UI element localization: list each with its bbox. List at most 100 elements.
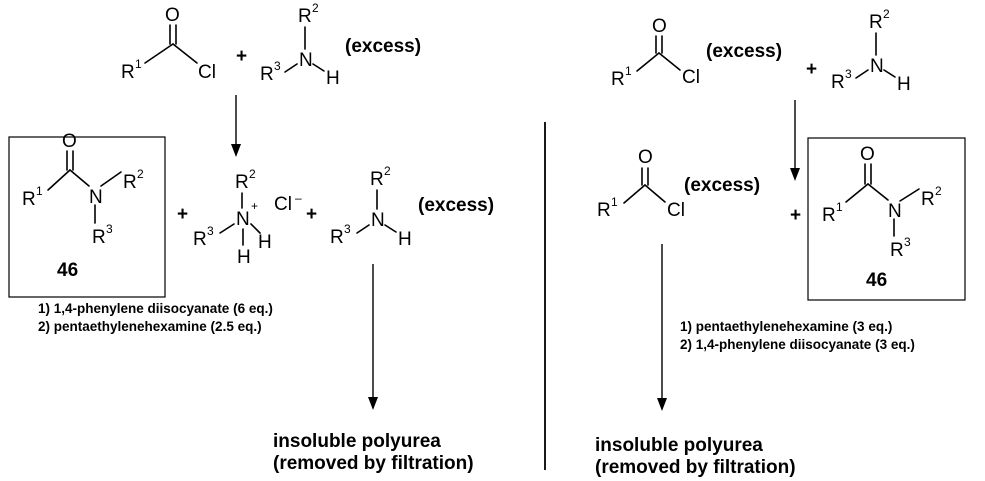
bond <box>144 43 174 64</box>
amine-top-right: R 2 N R 3 H <box>831 7 911 95</box>
sub-3: 3 <box>904 235 911 249</box>
atom-cl: Cl <box>198 62 216 83</box>
product-box-right <box>807 137 966 301</box>
sub-3: 3 <box>845 67 852 81</box>
product-label: insoluble polyurea <box>273 431 441 452</box>
amide-46-right: O R 1 N R 2 R 3 46 <box>822 144 942 291</box>
plus-sign: + <box>177 204 188 225</box>
amine-excess-left: R 2 N R 3 H <box>330 164 412 250</box>
bond <box>899 188 920 202</box>
atom-r: R <box>831 72 845 93</box>
atom-r: R <box>370 169 384 190</box>
sub-2: 2 <box>384 164 391 178</box>
bond <box>312 63 325 72</box>
acid-chloride-top-right: O R 1 Cl <box>611 16 700 90</box>
condition-step-1: 1) 1,4-phenylene diisocyanate (6 eq.) <box>38 301 273 316</box>
sub-1: 1 <box>611 195 618 209</box>
excess-label: (excess) <box>345 36 421 57</box>
reaction-arrow-left-2 <box>368 264 378 410</box>
amide-46-left: O R 1 N R 2 R 3 46 <box>22 131 144 281</box>
sub-3: 3 <box>274 59 281 73</box>
plus-sign: + <box>790 205 801 226</box>
atom-n: N <box>870 56 884 77</box>
atom-r: R <box>330 227 344 248</box>
atom-r: R <box>921 189 935 210</box>
atom-n: N <box>89 187 103 208</box>
compound-number: 46 <box>57 260 78 281</box>
product-label: insoluble polyurea <box>595 435 763 456</box>
plus-sign: + <box>306 204 317 225</box>
amine-top-left: R 2 N R 3 H <box>260 1 340 89</box>
condition-step-2: 2) pentaethylenehexamine (2.5 eq.) <box>38 319 262 334</box>
bond <box>172 43 198 64</box>
product-label-note: (removed by filtration) <box>273 453 474 474</box>
product-label-note: (removed by filtration) <box>595 457 796 478</box>
bond <box>219 223 235 234</box>
reaction-arrow-right-2 <box>657 244 667 411</box>
atom-o: O <box>638 147 653 168</box>
plus-sign: + <box>236 46 247 67</box>
excess-label: (excess) <box>418 195 494 216</box>
bond <box>867 183 889 201</box>
bond <box>658 52 681 71</box>
bond <box>623 184 646 204</box>
sub-3: 3 <box>207 224 214 238</box>
condition-step-2: 2) 1,4-phenylene diisocyanate (3 eq.) <box>680 337 915 352</box>
chloride: Cl <box>274 194 292 215</box>
excess-label: (excess) <box>684 175 760 196</box>
acid-chloride-top-left: O R 1 Cl <box>121 5 216 83</box>
atom-r: R <box>260 64 274 85</box>
bond <box>883 69 896 78</box>
atom-r: R <box>92 227 106 248</box>
atom-o: O <box>860 144 875 165</box>
bond <box>356 224 370 234</box>
atom-r: R <box>121 62 135 83</box>
atom-r: R <box>123 172 137 193</box>
atom-r: R <box>298 6 312 27</box>
atom-r: R <box>890 240 904 261</box>
bond <box>845 183 869 203</box>
atom-o: O <box>165 5 180 26</box>
compound-number: 46 <box>866 270 887 291</box>
atom-h: H <box>897 74 911 95</box>
atom-r: R <box>235 172 249 193</box>
acid-chloride-excess-right: O R 1 Cl <box>597 147 685 221</box>
bond <box>855 69 869 79</box>
atom-cl: Cl <box>682 67 700 88</box>
atom-r: R <box>22 189 36 210</box>
atom-n: N <box>888 201 902 222</box>
bond <box>644 184 666 203</box>
sub-1: 1 <box>836 200 843 214</box>
sub-2: 2 <box>249 167 256 181</box>
bond <box>100 171 122 187</box>
sub-2: 2 <box>935 184 942 198</box>
sub-2: 2 <box>312 1 319 15</box>
ammonium-chloride: R 2 N + R 3 H H Cl – <box>193 167 302 268</box>
atom-n: N <box>236 209 250 230</box>
atom-r: R <box>822 205 836 226</box>
atom-r: R <box>869 12 883 33</box>
reaction-arrow-right-1 <box>790 100 800 181</box>
atom-h: H <box>326 68 340 89</box>
plus-sign: + <box>806 59 817 80</box>
atom-h: H <box>258 232 272 253</box>
bond <box>69 169 90 187</box>
sub-1: 1 <box>36 184 43 198</box>
product-box-left <box>8 136 166 298</box>
atom-o: O <box>652 16 667 37</box>
atom-h: H <box>237 247 251 268</box>
bond <box>636 52 660 72</box>
atom-cl: Cl <box>667 200 685 221</box>
atom-n: N <box>371 210 385 231</box>
sub-3: 3 <box>106 222 113 236</box>
reaction-arrow-left-1 <box>231 95 241 157</box>
atom-n: N <box>299 50 313 71</box>
charge-minus: – <box>295 191 302 205</box>
bond <box>284 63 298 73</box>
sub-1: 1 <box>625 64 632 78</box>
atom-r: R <box>611 69 625 90</box>
bond <box>250 223 261 234</box>
sub-1: 1 <box>135 57 142 71</box>
